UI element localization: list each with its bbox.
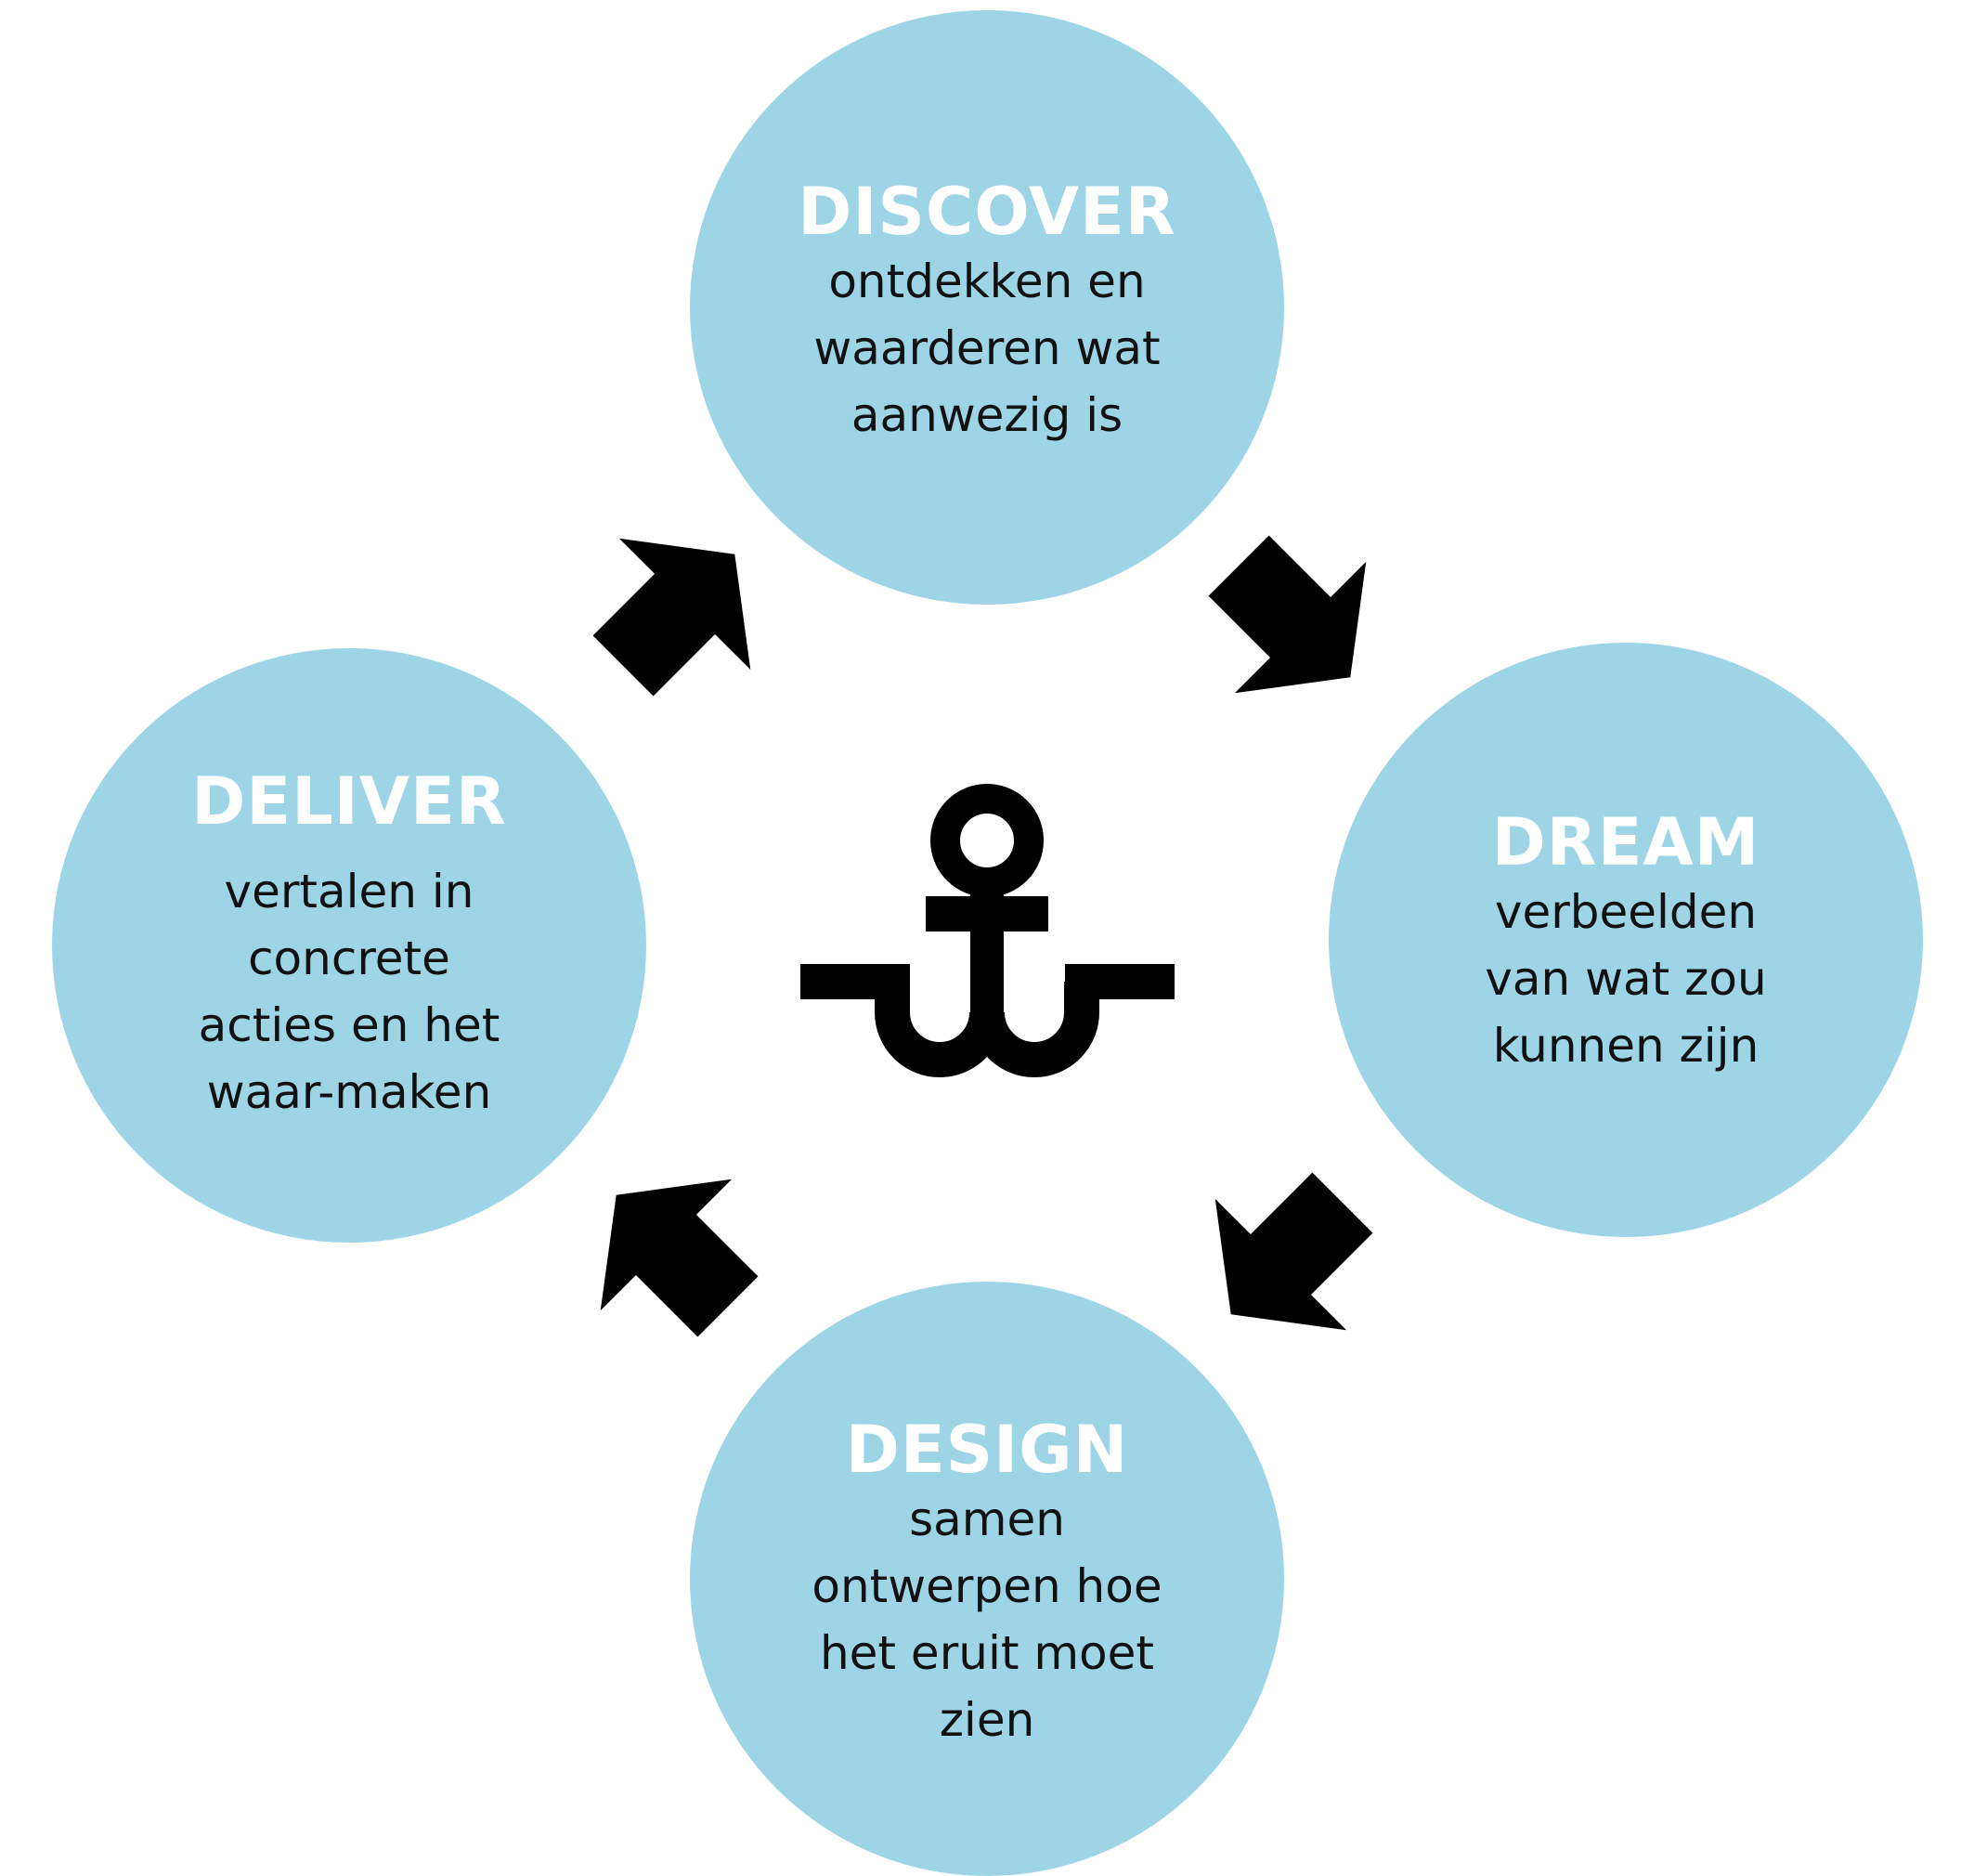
deliver-circle: [52, 648, 646, 1243]
description-line: zien: [939, 1693, 1035, 1747]
description-line: ontdekken en: [828, 254, 1146, 308]
description-line: verbeelden: [1494, 885, 1758, 939]
arrow-dream-to-design: [1214, 1172, 1373, 1331]
phase-dream: DREAM verbeelden van wat zou kunnen zijn: [1329, 643, 1923, 1237]
design-circle: [690, 1282, 1284, 1876]
description-line: ontwerpen hoe: [812, 1559, 1162, 1613]
arrow-deliver-to-discover: [592, 538, 751, 697]
phase-title-dream: DREAM: [1491, 804, 1760, 880]
discover-circle: [690, 10, 1284, 605]
phase-discover: DISCOVER ontdekken en waarderen wat aanw…: [690, 10, 1284, 605]
arrow-discover-to-dream: [1208, 535, 1367, 694]
description-line: het eruit moet: [819, 1626, 1154, 1680]
phase-description-design: samen ontwerpen hoe het eruit moet zien: [812, 1486, 1162, 1753]
phase-title-deliver: DELIVER: [191, 763, 507, 840]
phase-design: DESIGN samen ontwerpen hoe het eruit moe…: [690, 1282, 1284, 1876]
description-line: vertalen in: [224, 865, 474, 918]
circles-layer: [52, 10, 1923, 1876]
phase-description-discover: ontdekken en waarderen wat aanwezig is: [813, 248, 1160, 449]
description-line: van wat zou: [1485, 952, 1767, 1006]
phase-description-dream: verbeelden van wat zou kunnen zijn: [1485, 879, 1766, 1079]
arrow-design-to-deliver: [600, 1179, 759, 1337]
phase-description-deliver: vertalen in concrete acties en het waar-…: [199, 858, 500, 1126]
dream-circle: [1329, 643, 1923, 1237]
phase-title-design: DESIGN: [845, 1412, 1129, 1488]
arrows-layer: [592, 535, 1373, 1337]
description-line: aanwezig is: [851, 388, 1123, 442]
description-line: concrete: [248, 931, 450, 985]
description-line: samen: [909, 1492, 1065, 1546]
phase-deliver: DELIVER vertalen in concrete acties en h…: [52, 648, 646, 1243]
description-line: waar-maken: [206, 1065, 492, 1119]
description-line: waarderen wat: [813, 321, 1161, 375]
description-line: acties en het: [198, 998, 500, 1052]
description-line: kunnen zijn: [1492, 1019, 1760, 1073]
phase-title-discover: DISCOVER: [798, 174, 1176, 250]
anchor-icon: [800, 784, 1175, 1077]
